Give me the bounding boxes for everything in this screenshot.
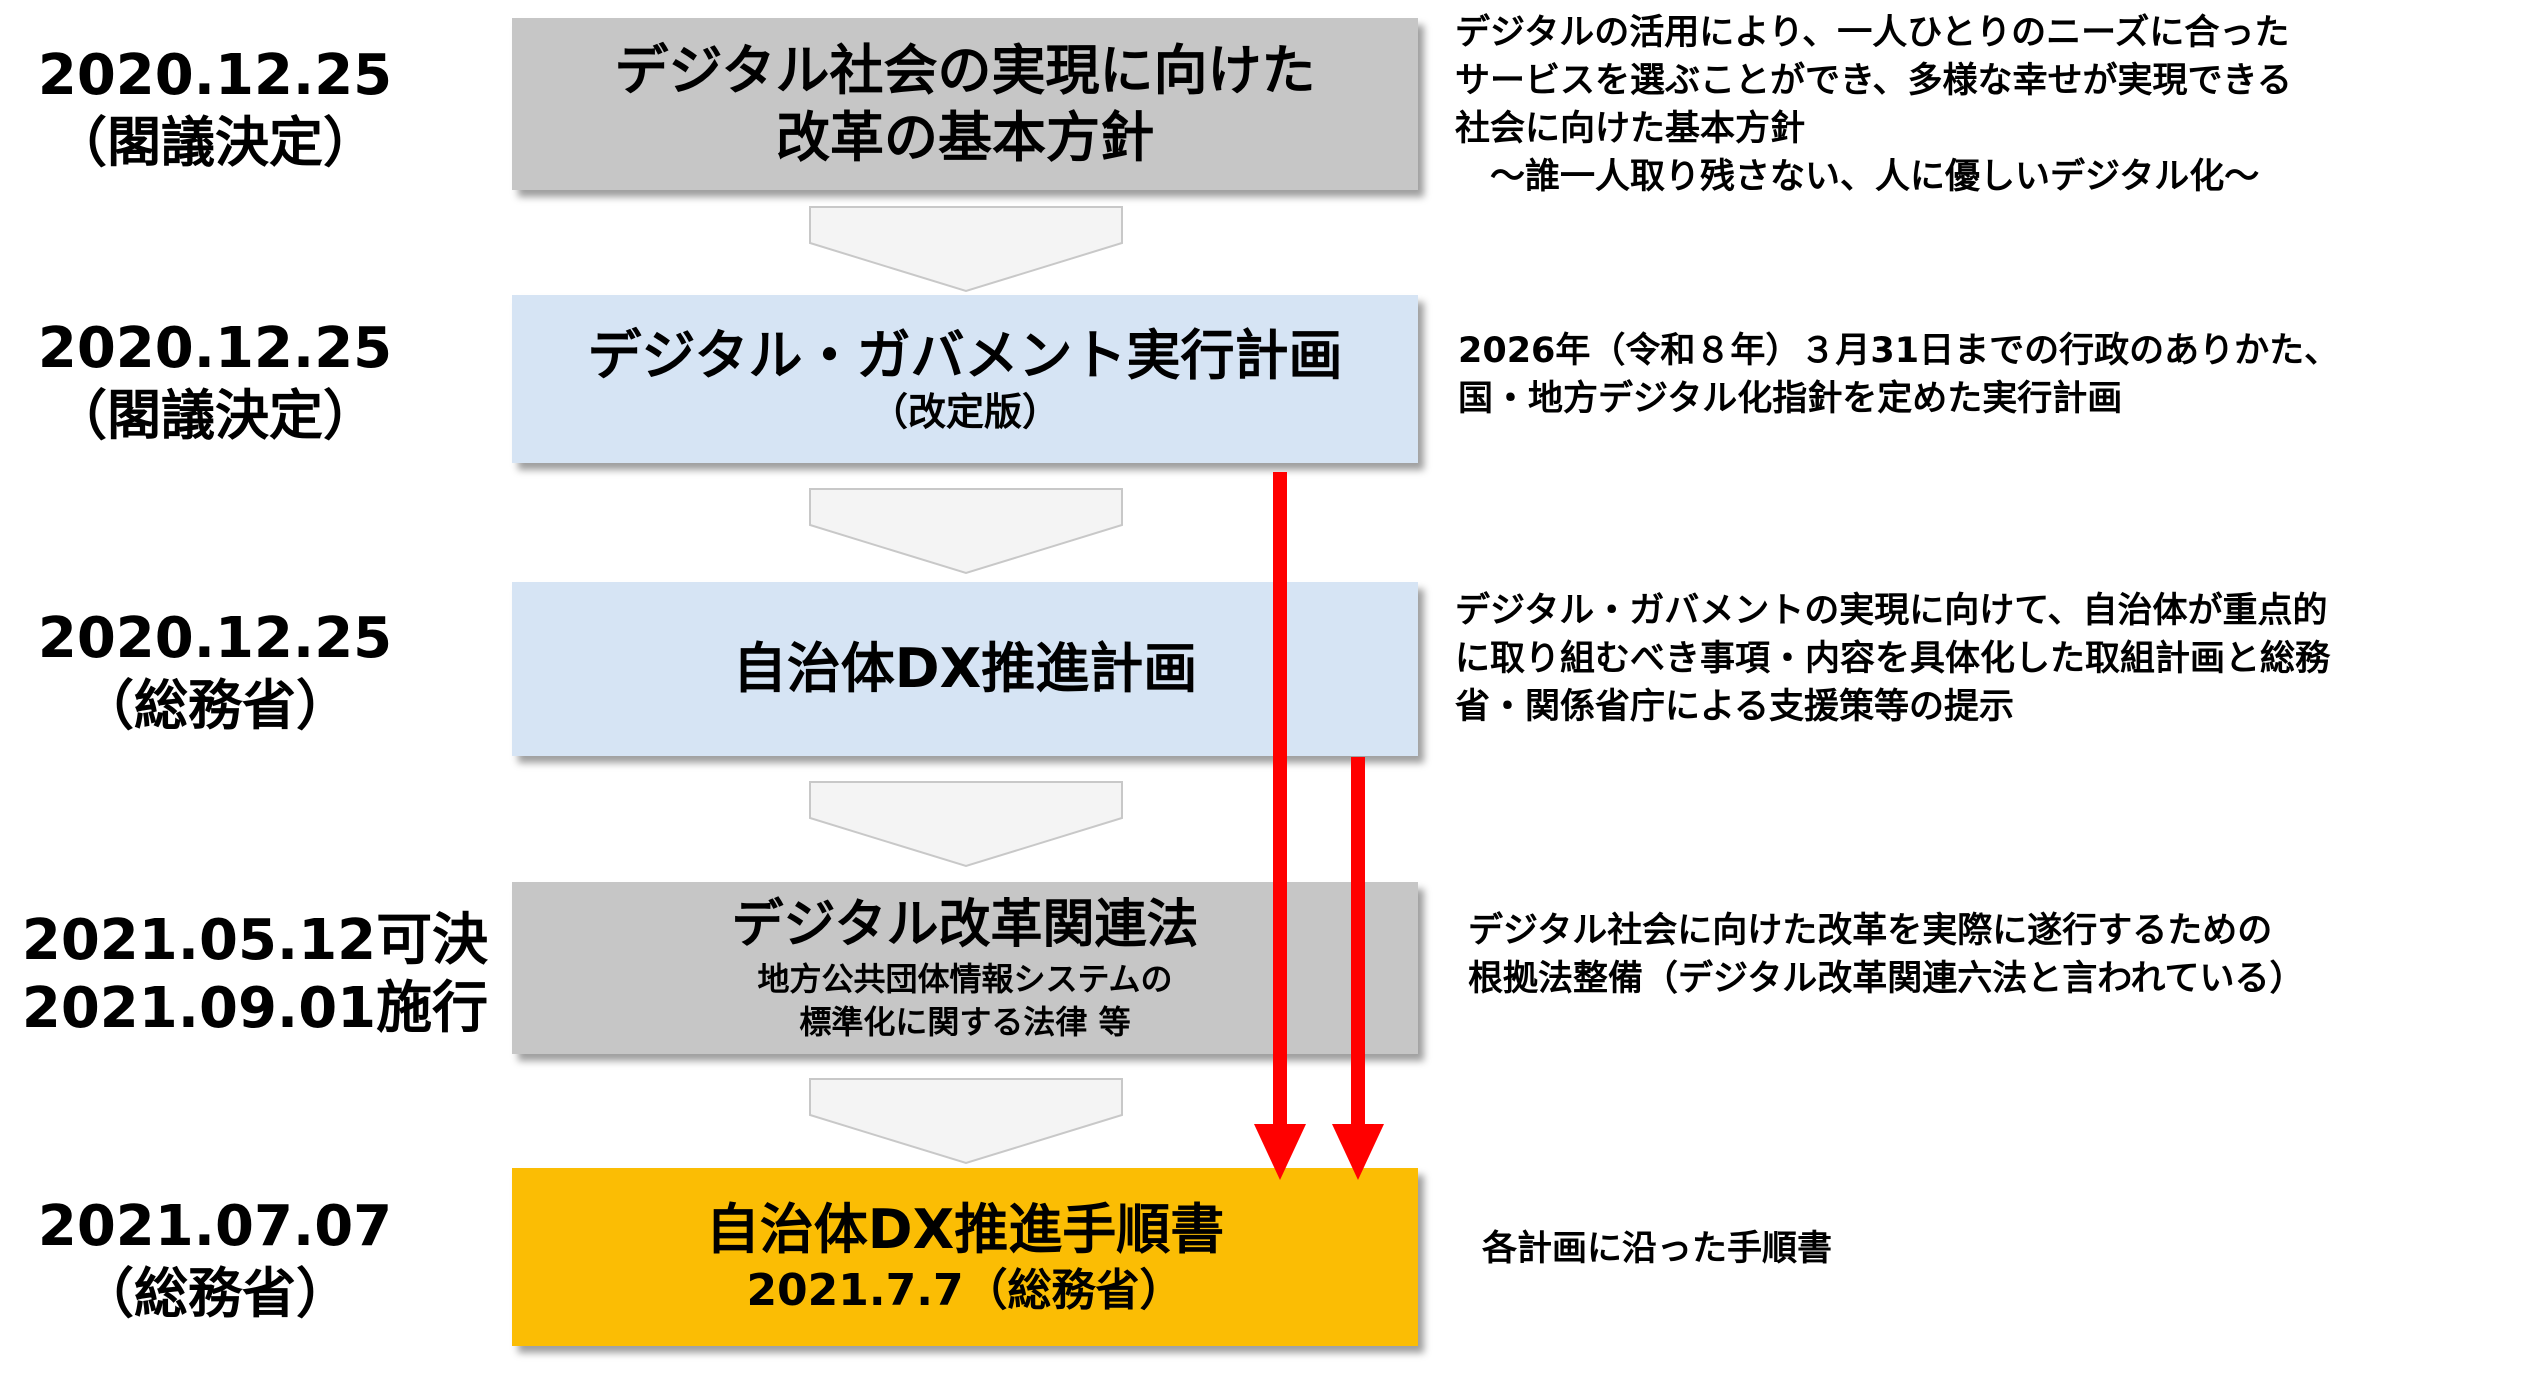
date-text: 2020.12.25 [37,316,393,381]
desc-step-3: デジタル・ガバメントの実現に向けて、自治体が重点的 に取り組むべき事項・内容を具… [1455,588,2330,732]
date-step-5: 2021.07.07 （総務省） [20,1193,410,1327]
date-text: 2021.05.12可決 [21,908,489,973]
box-municipal-dx-plan: 自治体DX推進計画 [512,582,1418,756]
box-title-line-1: デジタル社会の実現に向けた [614,38,1316,102]
box-subtitle-line-2: 標準化に関する法律 等 [799,1002,1131,1041]
desc-line: デジタル社会に向けた改革を実際に遂行するための [1468,911,2273,951]
date-text: 2020.12.25 [37,43,393,108]
box-municipal-dx-procedure: 自治体DX推進手順書 2021.7.7（総務省） [512,1168,1418,1346]
desc-line: デジタル・ガバメントの実現に向けて、自治体が重点的 [1455,591,2328,631]
chevron-down-icon [809,1078,1123,1165]
box-digital-reform-laws: デジタル改革関連法 地方公共団体情報システムの 標準化に関する法律 等 [512,882,1418,1054]
date-step-2: 2020.12.25 （閣議決定） [20,315,410,449]
desc-step-4: デジタル社会に向けた改革を実際に遂行するための 根拠法整備（デジタル改革関連六法… [1468,908,2305,1004]
desc-line: 社会に向けた基本方針 [1455,108,1806,149]
org-text: （総務省） [80,674,350,738]
desc-line: 国・地方デジタル化指針を定めた実行計画 [1458,378,2123,419]
chevron-down-icon [809,206,1123,293]
red-arrow-down-icon [1254,472,1306,1180]
desc-line: に取り組むべき事項・内容を具体化した取組計画と総務 [1455,638,2331,679]
desc-line: 各計画に沿った手順書 [1482,1229,1833,1269]
desc-line: デジタルの活用により、一人ひとりのニーズに合った [1455,13,2290,53]
desc-line: 根拠法整備（デジタル改革関連六法と言われている） [1468,958,2305,999]
desc-step-5: 各計画に沿った手順書 [1482,1226,1832,1274]
box-title: デジタル改革関連法 [731,895,1199,956]
date-text: 2021.07.07 [37,1194,393,1259]
desc-line: 省・関係省庁による支援策等の提示 [1455,686,2014,727]
box-digital-government-plan: デジタル・ガバメント実行計画 （改定版） [512,295,1418,463]
date-step-4: 2021.05.12可決 2021.09.01施行 [20,907,490,1044]
box-title: デジタル・ガバメント実行計画 [587,323,1343,387]
org-text: （総務省） [80,1262,350,1326]
org-text: （閣議決定） [53,384,377,448]
desc-step-2: 2026年（令和８年）３月31日までの行政のありかた、 国・地方デジタル化指針を… [1458,328,2339,424]
box-title-line-2: 改革の基本方針 [776,106,1154,169]
desc-step-1: デジタルの活用により、一人ひとりのニーズに合った サービスを選ぶことができ、多様… [1455,10,2292,202]
desc-line: サービスを選ぶことができ、多様な幸せが実現できる [1455,60,2292,101]
date-text: 2020.12.25 [37,606,393,671]
box-subtitle-line-1: 地方公共団体情報システムの [757,960,1173,999]
box-title: 自治体DX推進計画 [732,637,1198,701]
chevron-down-icon [809,781,1123,868]
date-step-3: 2020.12.25 （総務省） [20,605,410,739]
box-title: 自治体DX推進手順書 [705,1197,1225,1261]
red-arrow-down-icon [1332,757,1384,1180]
box-subtitle: （改定版） [869,390,1060,434]
desc-line: ～誰一人取り残さない、人に優しいデジタル化～ [1455,156,2260,197]
box-basic-policy: デジタル社会の実現に向けた 改革の基本方針 [512,18,1418,190]
desc-line: 2026年（令和８年）３月31日までの行政のありかた、 [1458,331,2340,371]
box-subtitle: 2021.7.7（総務省） [746,1265,1184,1317]
date-text: 2021.09.01施行 [21,976,489,1042]
chevron-down-icon [809,488,1123,575]
date-step-1: 2020.12.25 （閣議決定） [20,42,410,176]
org-text: （閣議決定） [53,111,377,175]
